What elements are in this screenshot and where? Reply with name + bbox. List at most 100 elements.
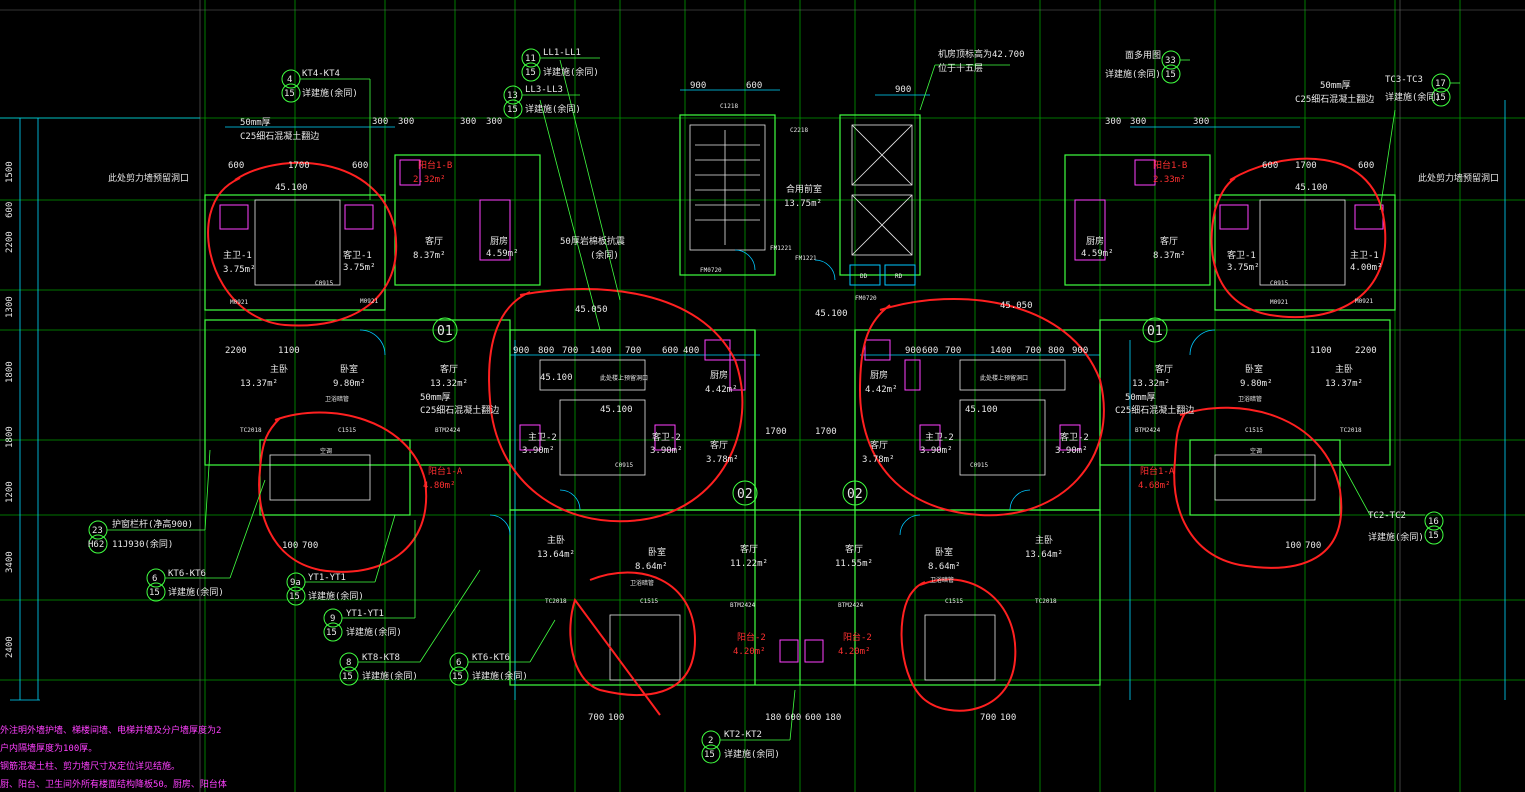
dim-text: 900 [513, 346, 529, 356]
room-name: 主卧 [1035, 534, 1053, 546]
markup-circle-top-left[interactable] [207, 161, 398, 327]
room-name: 阳台1-A [428, 465, 463, 477]
dim-text: 900 [895, 85, 911, 95]
dim-text: 3400 [5, 551, 15, 573]
room-area: 4.00m² [1350, 263, 1383, 273]
notes: 机房顶标高为42.700 位于十五层 50mm厚 C25细石混凝土翻边 50mm… [0, 48, 1499, 790]
opening-label: 此处楼上预留洞口 [980, 374, 1028, 382]
callout-kt2-note: 详建施(余同) [724, 748, 780, 760]
room-area: 13.37m² [240, 379, 278, 389]
room-area: 4.20m² [733, 647, 766, 657]
room-name: 客卫-1 [343, 249, 372, 261]
dim-text: 900 [905, 346, 921, 356]
markup-circle-mid-left[interactable] [488, 288, 744, 523]
dim-text: 700 [302, 541, 318, 551]
dim-text: 2200 [1355, 346, 1377, 356]
window-label: TC2018 [1035, 598, 1057, 605]
dim-text: 300 [372, 117, 388, 127]
callout-33-note: 详建施(余同) [1105, 68, 1161, 80]
callout-ll3-num: 13 [507, 91, 518, 101]
markup-circle-top-right[interactable] [1210, 157, 1387, 319]
door-label: FM0720 [700, 267, 722, 274]
dim-text: 600 [228, 161, 244, 171]
door-label: FM1221 [795, 255, 817, 262]
dim-text: 1100 [1310, 346, 1332, 356]
dim-text: 600 [5, 202, 15, 218]
dim-text: 300 [486, 117, 502, 127]
room-name: 客厅 [870, 439, 888, 451]
callout-kt6-left-num: 6 [152, 574, 157, 584]
stair-core [689, 124, 913, 256]
callout-ll1-title: LL1-LL1 [543, 48, 581, 58]
dim-text: 1100 [278, 346, 300, 356]
callout-ll1-num: 11 [525, 54, 536, 64]
window-label: C0915 [970, 462, 988, 469]
note-stair-cover2: (余同) [590, 249, 619, 261]
shaft-label: DD [860, 273, 868, 280]
duct-label: 卫浴暗管 [930, 576, 954, 584]
room-area: 3.90m² [1055, 446, 1088, 456]
room-area: 11.55m² [835, 559, 873, 569]
note-slab-mid-left: 50mm厚 [420, 392, 451, 403]
dim-text: 900 [690, 81, 706, 91]
room-area: 13.32m² [1132, 379, 1170, 389]
callouts: 4 15 KT4-KT4 详建施(余同) 11 15 LL1-LL1 详建施(余… [88, 48, 1446, 760]
markup-circle-mid-right[interactable] [858, 297, 1105, 517]
room-name: 阳台1-A [1140, 465, 1175, 477]
room-name: 合用前室 [786, 183, 822, 195]
duct-label: 卫浴暗管 [630, 579, 654, 587]
room-area: 4.59m² [486, 249, 519, 259]
room-name: 主卫-2 [528, 431, 557, 443]
callout-tc3-num: 17 [1435, 79, 1446, 89]
note-stair-cover: 50厚岩棉板抗震 [560, 235, 625, 247]
unit-labels: 01 01 02 02 [437, 324, 1163, 502]
elevation: 45.100 [600, 405, 633, 415]
markup-circle-bottom-left-b[interactable] [569, 571, 697, 716]
door-label: BTM2424 [435, 427, 461, 434]
dim-text: 600 [922, 346, 938, 356]
callout-yt1a-note: 详建施(余同) [308, 590, 364, 602]
callout-kt2-den: 15 [704, 750, 715, 760]
markup-circle-bottom-right-a[interactable] [1173, 406, 1343, 569]
dim-text: 600 [1262, 161, 1278, 171]
callout-kt6-mid-den: 15 [452, 672, 463, 682]
markup-circle-bottom-left-a[interactable] [258, 411, 428, 573]
callout-kt6-left-title: KT6-KT6 [168, 569, 206, 579]
room-area: 3.75m² [1227, 263, 1260, 273]
dim-text: 600 [805, 713, 821, 723]
dim-text: 2200 [5, 231, 15, 253]
room-name: 客厅 [1155, 363, 1173, 375]
callout-33-den: 15 [1165, 70, 1176, 80]
callout-kt8-title: KT8-KT8 [362, 653, 400, 663]
callout-kt2-num: 2 [708, 736, 713, 746]
red-markup-circles[interactable] [207, 157, 1387, 716]
dim-text: 2400 [5, 636, 15, 658]
callout-tc2-den: 15 [1428, 531, 1439, 541]
room-labels: 主卫-1 3.75m² 客卫-1 3.75m² 阳台1-B 2.32m² 客厅 … [223, 159, 1383, 657]
dimension-lines [0, 89, 1506, 701]
callout-ll3-note: 详建施(余同) [525, 103, 581, 115]
window-label: C0915 [1270, 280, 1288, 287]
room-name: 卧室 [340, 363, 358, 375]
room-area: 3.78m² [706, 455, 739, 465]
markup-circle-bottom-right-b[interactable] [900, 578, 1017, 712]
note-slab-mid-right2: C25细石混凝土翻边 [1115, 404, 1194, 416]
dim-text: 700 [625, 346, 641, 356]
note-slab-mid-right: 50mm厚 [1125, 392, 1156, 403]
callout-h62-title: 护窗栏杆(净高900) [112, 518, 193, 530]
dim-text: 700 [562, 346, 578, 356]
dim-text: 1800 [5, 426, 15, 448]
dimension-texts-bottom: 700 100 100 700 180 600 600 180 700 100 … [282, 541, 1321, 723]
room-area: 4.20m² [838, 647, 871, 657]
room-name: 阳台-2 [843, 631, 872, 643]
callout-tc2-note: 详建施(余同) [1368, 531, 1424, 543]
door-label: BTM2424 [1135, 427, 1161, 434]
callout-kt8-note: 详建施(余同) [362, 670, 418, 682]
window-label: C2218 [790, 127, 808, 134]
unit-label-02-left: 02 [737, 487, 753, 502]
small-labels: C0915 C0915 C0915 C0915 C1515 C1515 C151… [230, 103, 1373, 609]
elevation: 45.100 [275, 183, 308, 193]
room-name: 主卫-1 [1350, 249, 1379, 261]
callout-33-title: 面多用图 [1125, 49, 1161, 61]
